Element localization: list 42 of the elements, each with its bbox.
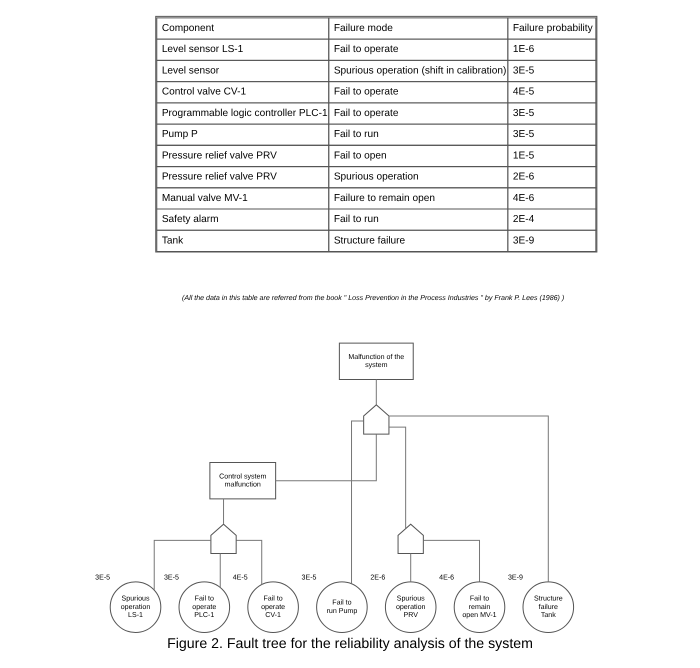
label: Pressure relief valve PRV — [162, 172, 277, 183]
label: Level sensor LS-1 — [162, 44, 244, 56]
node-label: 2E-6 — [370, 573, 386, 582]
label: Fail to operate — [334, 86, 398, 98]
label: 1E-6 — [512, 44, 534, 56]
node-label: 3E-5 — [95, 573, 110, 582]
label: Component — [162, 22, 214, 34]
label: Safety alarm — [162, 214, 219, 226]
label: 3E-5 — [512, 65, 534, 76]
label: Programmable logic controller PLC-1 — [162, 108, 328, 119]
label: Level sensor — [162, 65, 220, 76]
node-label: 3E-5 — [164, 573, 179, 582]
label: 2E-4 — [512, 214, 534, 226]
label: Fail to run — [334, 214, 379, 226]
label: Failure probability — [512, 22, 593, 34]
node-label: 3E-9 — [508, 573, 523, 582]
label: Spurious operation — [334, 172, 419, 183]
node-label: 4E-5 — [232, 573, 248, 582]
node-label: 3E-5 — [302, 573, 316, 582]
label: 3E-5 — [512, 129, 534, 140]
label: 2E-6 — [512, 172, 534, 183]
node-label: 4E-6 — [439, 573, 454, 582]
label: Fail to open — [334, 150, 387, 162]
label: Spurious operation (shift in calibration) — [334, 65, 506, 76]
caption: Figure 2. Fault tree for the reliability analysis of the system — [167, 636, 533, 652]
label: Control valve CV-1 — [162, 86, 246, 98]
label: Pump P — [162, 129, 198, 140]
label: Failure to remain open — [334, 192, 435, 204]
label: Fail to operate — [334, 108, 398, 119]
label: (All the data in this table are referred from the book " Loss Prevention in the Process Industries " by Frank P. Lees (1986) ) — [182, 294, 564, 302]
label: 4E-6 — [512, 192, 534, 204]
label: Tank — [162, 235, 184, 246]
label: Fail to run — [334, 129, 379, 140]
label: 4E-5 — [512, 86, 534, 98]
label: Fail to operate — [334, 44, 398, 56]
label: 1E-5 — [512, 150, 534, 162]
label: Failure mode — [334, 22, 393, 34]
label: 3E-5 — [512, 108, 534, 119]
label: 3E-9 — [512, 235, 534, 246]
label: Structure failure — [334, 235, 406, 246]
label: Pressure relief valve PRV — [162, 150, 277, 162]
label: Manual valve MV-1 — [162, 192, 248, 204]
